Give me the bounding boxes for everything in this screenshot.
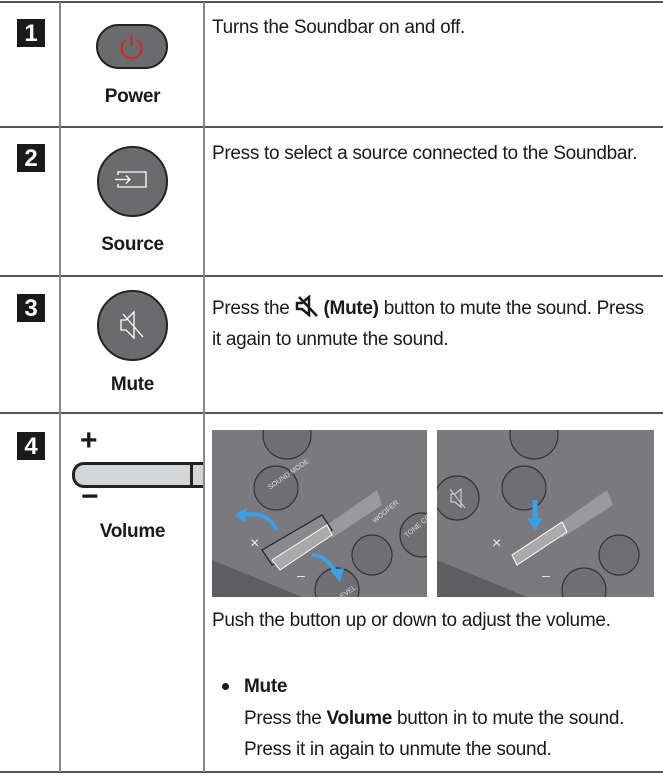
number-badge: 3 xyxy=(17,294,45,322)
svg-text:×: × xyxy=(492,535,501,552)
bullet-text: Press the xyxy=(244,708,322,729)
description: Turns the Soundbar on and off. xyxy=(212,17,465,38)
plus-sign: + xyxy=(80,424,98,457)
description-text: Press the xyxy=(212,298,290,319)
number-badge: 4 xyxy=(17,432,45,460)
description: Press the (Mute) button to mute the soun… xyxy=(212,293,652,355)
svg-text:×: × xyxy=(250,535,259,552)
bullet-title: Mute xyxy=(244,676,288,697)
volume-label: Volume xyxy=(326,708,393,729)
minus-sign: − xyxy=(81,480,99,513)
description-text: button to mute the sound. Press it again… xyxy=(212,298,644,350)
bullet-text: button in to mute the sound. Press it in… xyxy=(244,708,625,760)
mute-inline-icon xyxy=(295,294,318,318)
table-bottom-border xyxy=(0,771,663,773)
number-badge: 1 xyxy=(17,19,45,47)
button-label: Volume xyxy=(99,521,166,542)
svg-text:–: – xyxy=(542,567,550,583)
button-label: Source xyxy=(101,234,164,255)
description: Press to select a source connected to th… xyxy=(212,143,638,164)
source-icon xyxy=(97,146,168,217)
bullet-dot xyxy=(222,683,229,690)
column-divider xyxy=(59,2,61,772)
button-label: Mute xyxy=(110,374,155,395)
volume-adjust-illustration: SOUND MODE CH LEVEL TONE CONTROL WOOFER … xyxy=(212,430,427,597)
volume-mute-illustration: ×– xyxy=(437,430,654,597)
mute-icon xyxy=(97,290,168,361)
column-divider xyxy=(203,2,205,772)
row-divider xyxy=(0,126,663,128)
row-divider xyxy=(0,275,663,277)
mute-label: (Mute) xyxy=(323,298,379,319)
button-label: Power xyxy=(104,86,161,107)
svg-text:–: – xyxy=(297,567,305,583)
volume-slider-icon: + − xyxy=(72,424,203,513)
row-divider xyxy=(0,412,663,414)
table-top-border xyxy=(0,1,663,3)
description: Push the button up or down to adjust the… xyxy=(212,610,611,631)
power-icon xyxy=(96,24,168,69)
number-badge: 2 xyxy=(17,144,45,172)
bullet-description: Press the Volume button in to mute the s… xyxy=(244,703,656,765)
